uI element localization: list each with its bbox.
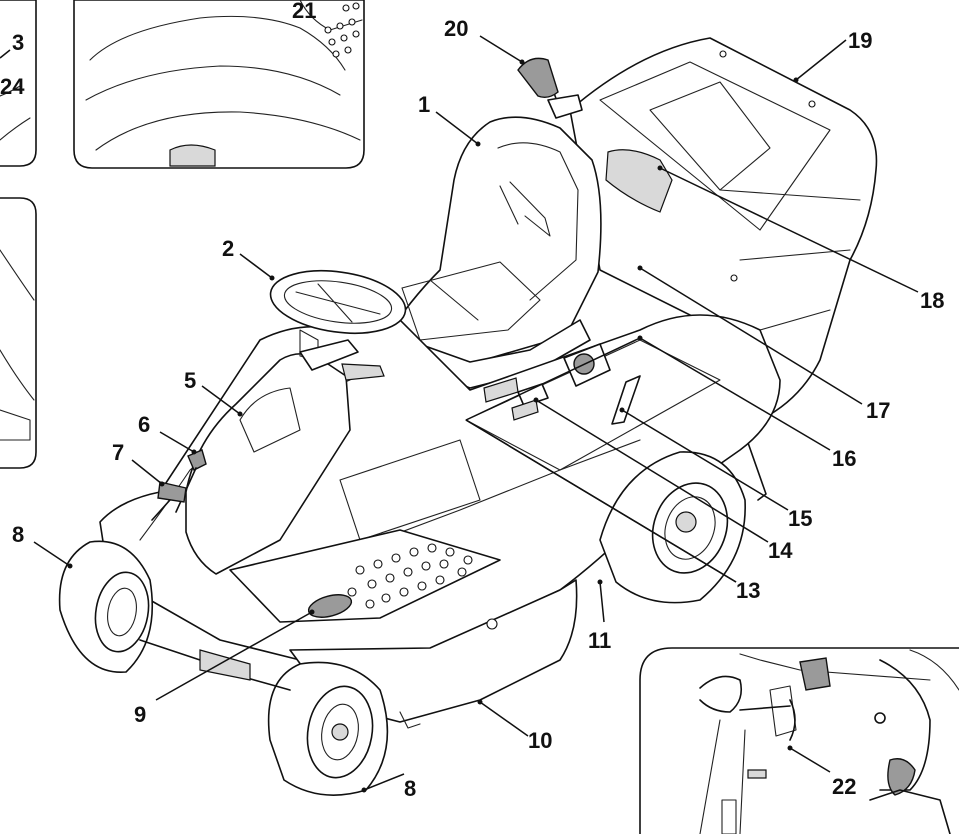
collector-lever xyxy=(517,57,583,119)
callout-21: 21 xyxy=(292,0,316,23)
callout-22: 22 xyxy=(832,774,856,799)
rear-wheel xyxy=(599,451,746,604)
front-wheel-right xyxy=(267,661,389,796)
callout-2: 2 xyxy=(222,236,234,261)
callout-13: 13 xyxy=(736,578,760,603)
callout-labels: 1 2 3 5 6 7 8 8 9 10 11 13 14 15 16 17 1… xyxy=(0,0,944,801)
front-axle xyxy=(139,639,291,691)
callout-1: 1 xyxy=(418,92,430,117)
callout-14: 14 xyxy=(768,538,793,563)
cutting-pedal xyxy=(307,594,353,618)
callout-9: 9 xyxy=(134,702,146,727)
inset-top-left-partial xyxy=(0,0,37,167)
callout-8-left: 8 xyxy=(12,522,24,547)
foot-platform xyxy=(229,529,501,623)
inset-mid-left-partial xyxy=(0,197,37,469)
leader-lines xyxy=(0,35,919,793)
height-lever xyxy=(511,383,549,421)
callout-8-right: 8 xyxy=(404,776,416,801)
callout-18: 18 xyxy=(920,288,944,313)
callout-7: 7 xyxy=(112,440,124,465)
steering-wheel xyxy=(269,270,407,334)
throttle-slot xyxy=(611,375,641,425)
callout-20: 20 xyxy=(444,16,468,41)
steering-column xyxy=(185,329,385,575)
inset-footplate-holes xyxy=(324,2,360,58)
callout-19: 19 xyxy=(848,28,872,53)
callout-3: 3 xyxy=(12,30,24,55)
fuel-cap xyxy=(483,377,519,403)
inset-bottom-right xyxy=(639,647,959,834)
clutch-pedal xyxy=(151,481,187,521)
callout-24: 24 xyxy=(0,74,25,99)
callout-6: 6 xyxy=(138,412,150,437)
callout-10: 10 xyxy=(528,728,552,753)
inset-top-center xyxy=(73,0,365,169)
front-wheel-left xyxy=(58,540,153,673)
callout-15: 15 xyxy=(788,506,812,531)
grass-collector xyxy=(569,37,878,501)
callout-16: 16 xyxy=(832,446,856,471)
callout-5: 5 xyxy=(184,368,196,393)
callout-17: 17 xyxy=(866,398,890,423)
callout-11: 11 xyxy=(588,628,611,653)
